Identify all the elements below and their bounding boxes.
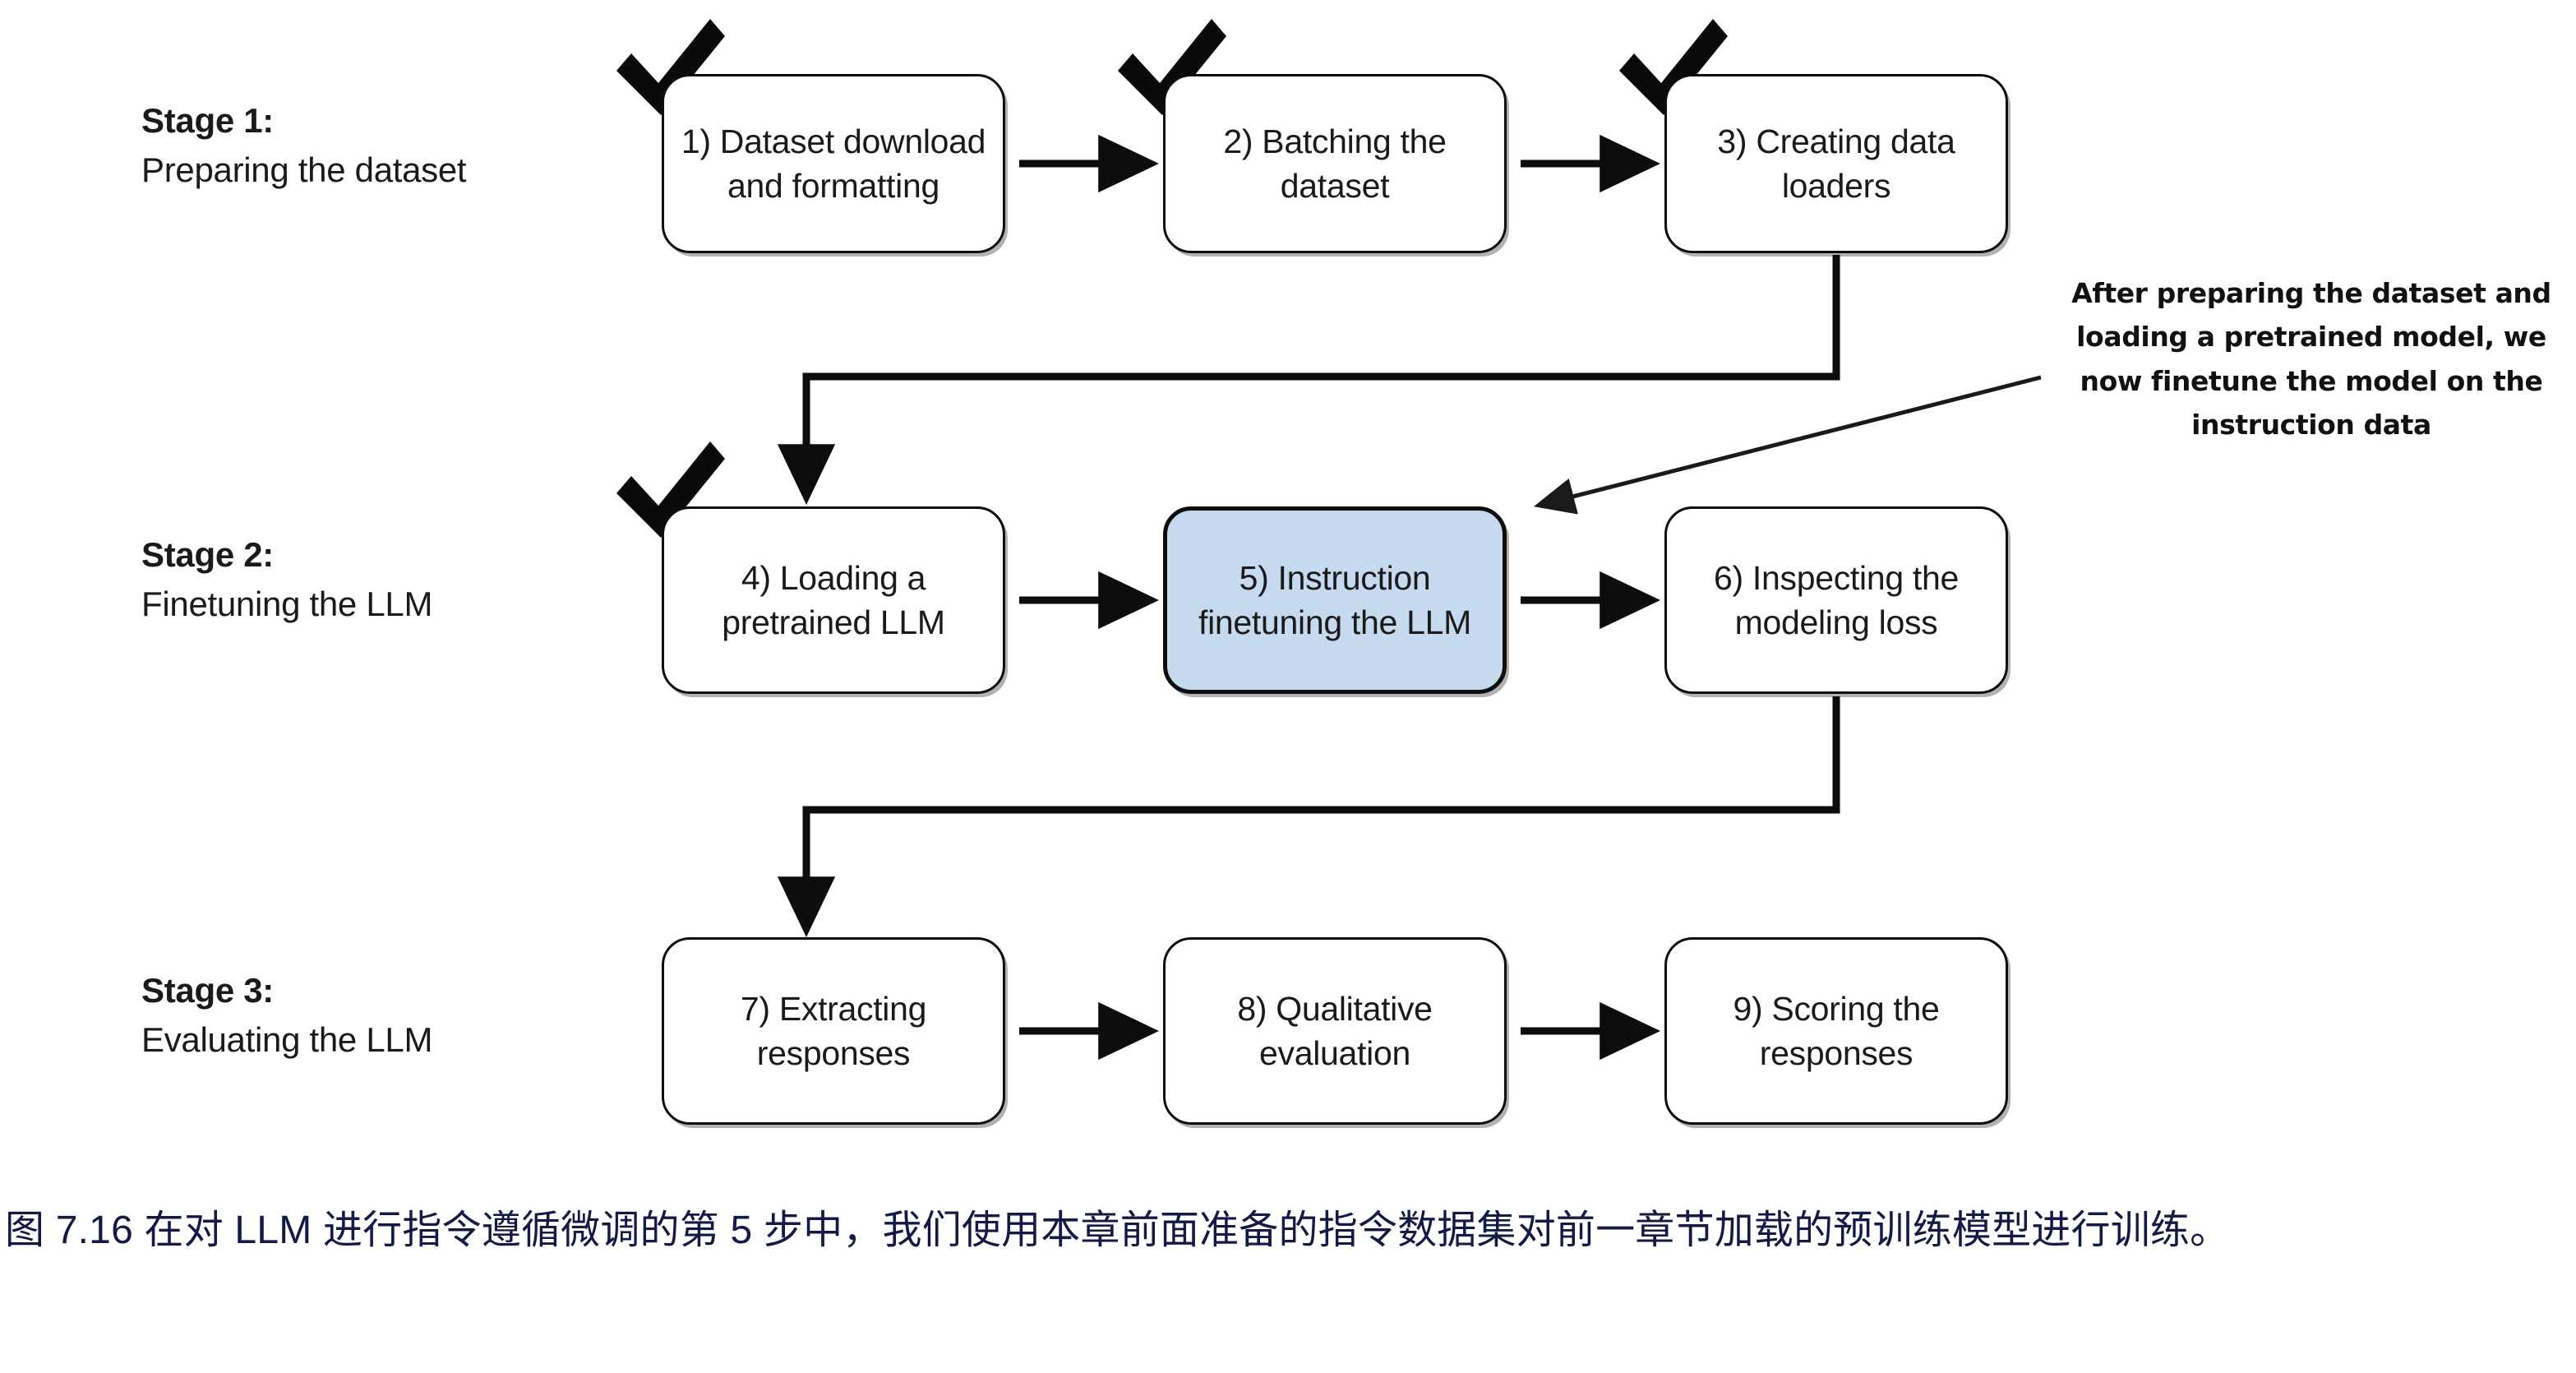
connector-6-to-7: [777, 696, 1840, 938]
process-node-3-label: 3) Creating data loaders: [1717, 122, 1955, 205]
process-node-9-label: 9) Scoring the responses: [1733, 989, 1940, 1072]
process-node-5[interactable]: 5) Instruction finetuning the LLM: [1163, 506, 1507, 694]
process-node-6[interactable]: 6) Inspecting the modeling loss: [1664, 506, 2008, 694]
process-node-2[interactable]: 2) Batching the dataset: [1163, 74, 1507, 253]
stage-3-title: Stage 3:: [141, 971, 274, 1010]
process-node-1-label: 1) Dataset download and formatting: [681, 122, 986, 205]
process-node-3[interactable]: 3) Creating data loaders: [1664, 74, 2008, 253]
stage-1-title: Stage 1:: [141, 101, 274, 140]
process-node-7[interactable]: 7) Extracting responses: [662, 937, 1005, 1125]
process-node-2-label: 2) Batching the dataset: [1223, 122, 1447, 205]
process-node-4[interactable]: 4) Loading a pretrained LLM: [662, 506, 1005, 694]
process-node-7-label: 7) Extracting responses: [740, 989, 927, 1072]
figure-caption: 图 7.16 在对 LLM 进行指令遵循微调的第 5 步中，我们使用本章前面准备…: [5, 1209, 2230, 1252]
process-node-8[interactable]: 8) Qualitative evaluation: [1163, 937, 1507, 1125]
annotation-leader-arrow: [1533, 375, 2042, 515]
process-node-8-label: 8) Qualitative evaluation: [1237, 989, 1433, 1072]
stage-label-1: Stage 1: Preparing the dataset: [141, 99, 467, 192]
stage-label-2: Stage 2: Finetuning the LLM: [141, 533, 432, 626]
process-node-4-label: 4) Loading a pretrained LLM: [722, 558, 945, 641]
process-node-1[interactable]: 1) Dataset download and formatting: [662, 74, 1005, 253]
annotation-note: After preparing the dataset and loading …: [2071, 277, 2551, 441]
stage-label-3: Stage 3: Evaluating the LLM: [141, 968, 432, 1062]
connector-3-to-4: [777, 255, 1840, 506]
stage-1-subtitle: Preparing the dataset: [141, 150, 467, 189]
stage-2-subtitle: Finetuning the LLM: [141, 584, 433, 623]
stage-2-title: Stage 2:: [141, 535, 274, 574]
process-node-5-label: 5) Instruction finetuning the LLM: [1198, 558, 1471, 641]
process-node-9[interactable]: 9) Scoring the responses: [1664, 937, 2008, 1125]
process-node-6-label: 6) Inspecting the modeling loss: [1713, 558, 1960, 641]
stage-3-subtitle: Evaluating the LLM: [141, 1019, 433, 1059]
